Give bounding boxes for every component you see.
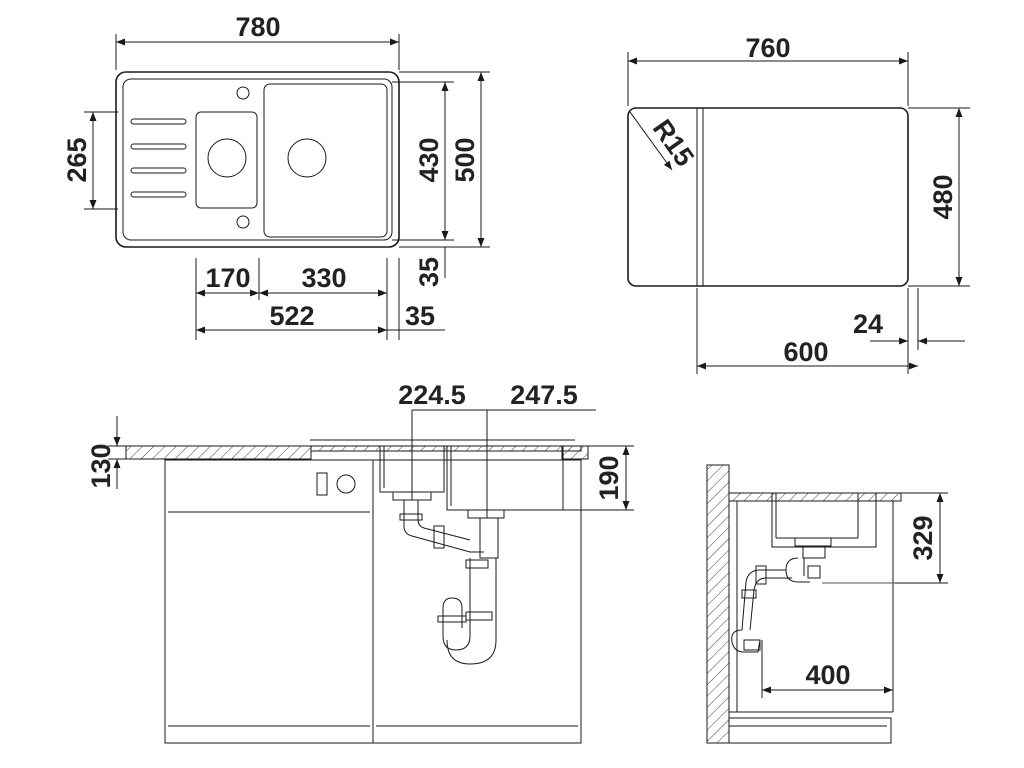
wall [706,464,730,744]
dim-bowls-height: 265 [62,137,92,182]
dim-drain-height: 329 [908,515,938,560]
dim-rim-offset: 35 [414,257,444,287]
dim-cutout-width: 760 [745,33,790,63]
dim-drain-distance: 400 [805,660,850,690]
side-bowl [771,492,877,548]
dim-bowls-total-width: 522 [269,301,314,331]
dim-inner-depth: 430 [414,137,444,182]
dim-base-cabinet-width: 600 [783,337,828,367]
dim-bowl-depth: 190 [594,455,624,500]
small-bowl-drain [207,138,247,178]
tap-hole-top [236,86,250,100]
cutout-outline [627,107,909,287]
countertop [125,445,312,460]
side-section-view: 329 400 [706,464,948,744]
small-bowl [195,111,258,209]
main-bowl [263,83,388,238]
dim-main-bowl-outlet: 247.5 [510,380,578,410]
sink-inner-rim [122,78,393,241]
dim-cutout-depth: 480 [928,174,958,219]
main-bowl-drain [287,138,327,178]
sink-outline [115,71,400,248]
dim-counter-height: 130 [86,443,116,488]
dim-corner-radius: R15 [647,114,700,172]
dim-overall-depth: 500 [450,137,480,182]
drainer-grooves [130,118,187,198]
sink-plan-view: 780 265 430 500 35 170 330 522 35 [62,12,490,340]
side-waste-trap [731,545,895,653]
side-countertop [728,492,902,502]
waste-trap [399,500,499,665]
main-bowl-section [446,445,564,511]
dim-overall-width: 780 [235,12,280,42]
dim-side-offset: 24 [853,309,883,339]
tap-hole-bottom [236,215,250,229]
dim-main-bowl-width: 330 [301,263,346,293]
dim-edge-offset: 35 [405,301,435,331]
dim-drainer-width: 170 [205,263,250,293]
front-section-view: 130 190 224.5 247.5 [86,380,634,744]
dishwasher-cabinet [164,459,374,744]
dim-small-bowl-outlet: 224.5 [398,380,466,410]
cutout-plan-view: R15 760 480 600 24 [627,33,970,374]
